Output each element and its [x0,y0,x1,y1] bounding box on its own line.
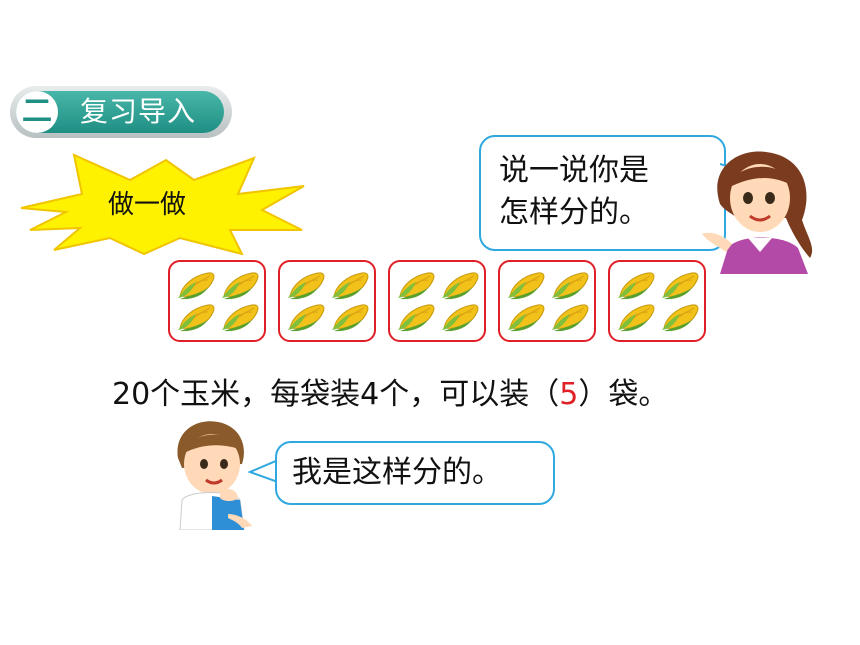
corn-icon [508,270,546,300]
teacher-speech-bubble: 说一说你是 怎样分的。 [479,135,726,251]
corn-icon [178,270,216,300]
section-header-badge: 二 复习导入 [10,86,232,138]
corn-icon [332,270,370,300]
corn-bag-box [498,260,596,342]
problem-sentence: 20个玉米，每袋装4个，可以装（5）袋。 [112,370,668,420]
starburst-icon [20,153,305,255]
corn-bag-box [608,260,706,342]
section-title: 复习导入 [80,95,197,128]
corn-bag-box [168,260,266,342]
corn-icon [398,270,436,300]
activity-label: 做一做 [107,190,186,220]
corn-icon [662,270,700,300]
boy-illustration [177,421,252,530]
boy-speech-bubble: 我是这样分的。 [275,441,555,505]
section-number: 二 [22,94,52,129]
corn-bag-box [388,260,486,342]
boy-bubble-text: 我是这样分的。 [292,455,502,490]
corn-bag-box [278,260,376,342]
sentence-before: 20个玉米，每袋装4个，可以装（ [112,377,560,412]
boy-bubble-tail [248,459,278,483]
corn-icon [222,302,260,332]
corn-icon [508,302,546,332]
corn-icon [618,270,656,300]
corn-icon [442,270,480,300]
corn-icon [288,302,326,332]
corn-icon [178,302,216,332]
corn-icon [552,302,590,332]
corn-icon [222,270,260,300]
corn-icon [398,302,436,332]
corn-icon [288,270,326,300]
sentence-after: ）袋。 [578,377,669,412]
corn-icon [662,302,700,332]
teacher-bubble-line2: 怎样分的。 [499,195,649,230]
corn-icon [618,302,656,332]
section-number-circle: 二 [16,91,58,133]
sentence-answer: 5 [559,377,579,412]
corn-icon [442,302,480,332]
corn-icon [552,270,590,300]
teacher-bubble-line1: 说一说你是 [499,153,649,188]
corn-icon [332,302,370,332]
teacher-illustration [702,151,813,274]
